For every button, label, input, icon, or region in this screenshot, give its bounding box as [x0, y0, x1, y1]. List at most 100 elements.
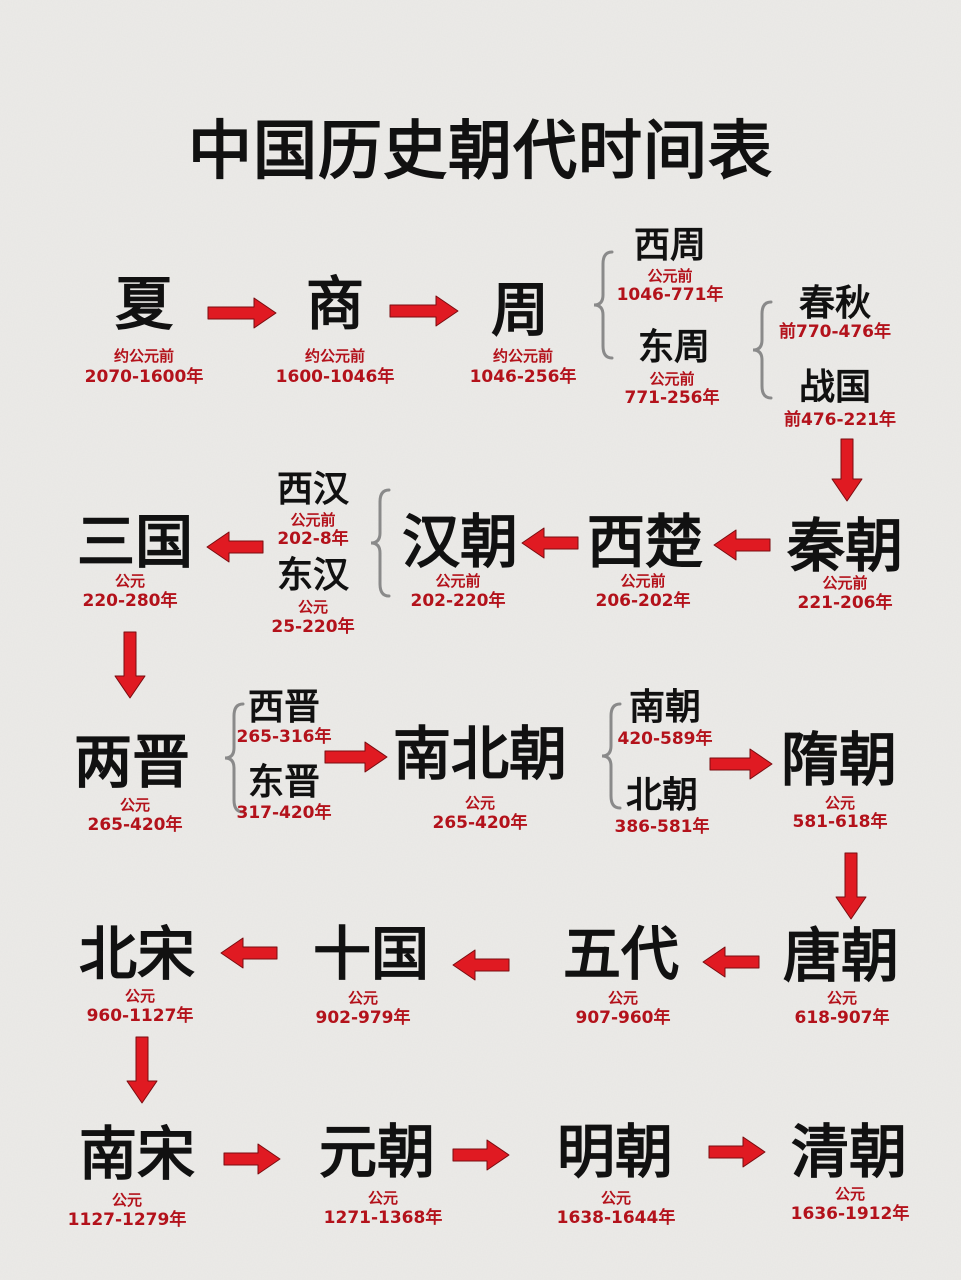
shang-years: 1600-1046年 — [275, 367, 395, 387]
arrow-shang-to-zhou — [389, 295, 459, 327]
sui-prefix: 公元 — [824, 794, 855, 812]
dynasty-han: 汉朝 — [401, 508, 518, 576]
brace-liangjin — [224, 702, 245, 814]
yuan-years: 1271-1368年 — [323, 1208, 443, 1228]
zhou-prefix: 约公元前 — [492, 347, 553, 365]
dynasty-sui: 隋朝 — [780, 726, 897, 794]
qing-prefix: 公元 — [834, 1185, 865, 1203]
arrow-beichao-to-sui — [709, 748, 773, 780]
brace-zhou — [593, 250, 614, 360]
dongzhou-years: 771-256年 — [624, 388, 720, 408]
shang-prefix: 约公元前 — [304, 347, 365, 365]
donghan-years: 25-220年 — [271, 617, 355, 637]
chunqiu-years: 前770-476年 — [778, 322, 892, 342]
dynasty-liangjin: 两晋 — [73, 728, 190, 796]
dynasty-zhou: 周 — [490, 276, 549, 344]
ming-prefix: 公元 — [600, 1189, 631, 1207]
dynasty-xia: 夏 — [114, 270, 173, 338]
xizhou-years: 1046-771年 — [616, 285, 724, 305]
arrow-tang-to-wudai — [702, 946, 760, 978]
arrow-sanguo-to-liangjin — [114, 631, 146, 699]
arrow-qin-to-xichu — [713, 529, 771, 561]
dynasty-chunqiu: 春秋 — [798, 283, 871, 324]
dynasty-nansong: 南宋 — [78, 1120, 195, 1188]
qin-years: 221-206年 — [797, 593, 893, 613]
shiguo-prefix: 公元 — [347, 989, 378, 1007]
arrow-sui-to-tang — [835, 852, 867, 920]
arrow-jin-to-nanbeichao — [324, 741, 388, 773]
beisong-prefix: 公元 — [124, 987, 155, 1005]
brace-dongzhou — [752, 300, 773, 400]
dynasty-qing: 清朝 — [790, 1118, 907, 1186]
yuan-prefix: 公元 — [367, 1189, 398, 1207]
arrow-han-to-sanguo — [206, 531, 264, 563]
dynasty-xihan: 西汉 — [276, 469, 349, 510]
dynasty-dongjin: 东晋 — [247, 762, 320, 803]
brace-nanbeichao — [601, 702, 622, 810]
xichu-years: 206-202年 — [595, 591, 691, 611]
nanchao-years: 420-589年 — [617, 729, 713, 749]
dynasty-tang: 唐朝 — [782, 922, 899, 990]
dynasty-beichao: 北朝 — [625, 775, 698, 816]
beisong-years: 960-1127年 — [86, 1006, 194, 1026]
qing-years: 1636-1912年 — [790, 1204, 910, 1224]
dongzhou-prefix: 公元前 — [649, 370, 695, 388]
dynasty-xichu: 西楚 — [586, 508, 703, 576]
arrow-zhanguo-to-qin — [831, 438, 863, 502]
arrow-xichu-to-han — [521, 527, 579, 559]
nansong-prefix: 公元 — [111, 1191, 142, 1209]
arrow-yuan-to-ming — [452, 1139, 510, 1171]
arrow-shiguo-to-beisong — [220, 937, 278, 969]
dynasty-wudai: 五代 — [562, 920, 679, 988]
page-title: 中国历史朝代时间表 — [188, 115, 773, 189]
nanbeichao-prefix: 公元 — [464, 794, 495, 812]
dynasty-xizhou: 西周 — [633, 225, 706, 266]
dynasty-shang: 商 — [305, 270, 364, 338]
dynasty-xijin: 西晋 — [247, 687, 320, 728]
dynasty-sanguo: 三国 — [76, 508, 193, 576]
sanguo-prefix: 公元 — [114, 572, 145, 590]
brace-han — [370, 488, 391, 598]
zhou-years: 1046-256年 — [469, 367, 577, 387]
arrow-beisong-to-nansong — [126, 1036, 158, 1104]
qin-prefix: 公元前 — [822, 574, 868, 592]
dynasty-nanchao: 南朝 — [628, 687, 701, 728]
dynasty-ming: 明朝 — [556, 1118, 673, 1186]
han-years: 202-220年 — [410, 591, 506, 611]
xichu-prefix: 公元前 — [620, 572, 666, 590]
dynasty-beisong: 北宋 — [78, 920, 195, 988]
xijin-years: 265-316年 — [236, 727, 332, 747]
nansong-years: 1127-1279年 — [67, 1210, 187, 1230]
xia-years: 2070-1600年 — [84, 367, 204, 387]
zhanguo-years: 前476-221年 — [783, 410, 897, 430]
dynasty-nanbeichao: 南北朝 — [392, 720, 567, 788]
arrow-ming-to-qing — [708, 1136, 766, 1168]
arrow-nansong-to-yuan — [223, 1143, 281, 1175]
dynasty-yuan: 元朝 — [318, 1118, 435, 1186]
han-prefix: 公元前 — [435, 572, 481, 590]
wudai-prefix: 公元 — [607, 989, 638, 1007]
nanbeichao-years: 265-420年 — [432, 813, 528, 833]
beichao-years: 386-581年 — [614, 817, 710, 837]
xihan-years: 202-8年 — [277, 529, 349, 549]
arrow-wudai-to-shiguo — [452, 949, 510, 981]
liangjin-years: 265-420年 — [87, 815, 183, 835]
dynasty-shiguo: 十国 — [312, 920, 429, 988]
dynasty-qin: 秦朝 — [786, 512, 903, 580]
dynasty-dongzhou: 东周 — [637, 327, 710, 368]
xihan-prefix: 公元前 — [290, 511, 336, 529]
shiguo-years: 902-979年 — [315, 1008, 411, 1028]
ming-years: 1638-1644年 — [556, 1208, 676, 1228]
donghan-prefix: 公元 — [297, 598, 328, 616]
xia-prefix: 约公元前 — [113, 347, 174, 365]
arrow-xia-to-shang — [207, 297, 277, 329]
dynasty-zhanguo: 战国 — [798, 367, 871, 408]
dongjin-years: 317-420年 — [236, 803, 332, 823]
tang-prefix: 公元 — [826, 989, 857, 1007]
wudai-years: 907-960年 — [575, 1008, 671, 1028]
dynasty-donghan: 东汉 — [276, 555, 349, 596]
sui-years: 581-618年 — [792, 812, 888, 832]
liangjin-prefix: 公元 — [119, 796, 150, 814]
